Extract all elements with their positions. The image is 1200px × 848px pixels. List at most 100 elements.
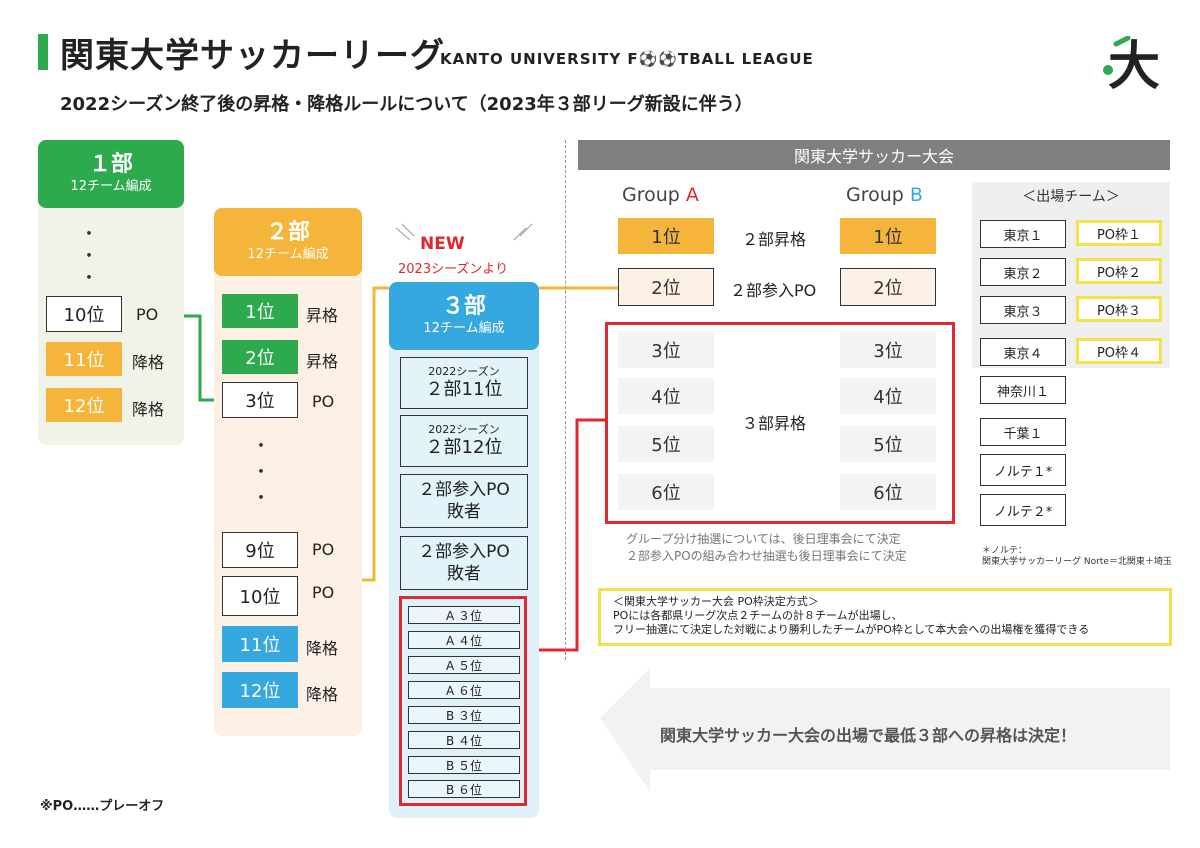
div2-label-3: PO: [312, 392, 335, 411]
group-b-rank-1: 1位: [840, 218, 936, 254]
div1-rank-11: 11位: [46, 342, 122, 376]
div2-rank-10: 10位: [222, 576, 298, 616]
section-divider: [565, 140, 566, 660]
promotion-guarantee-message: 関東大学サッカー大会の出場で最低３部への昇格は決定！: [660, 726, 1077, 745]
div3-slot: A ５位: [408, 656, 520, 674]
div2-label-9: PO: [312, 540, 335, 559]
team-tokyo-1: 東京１: [980, 220, 1066, 248]
group-b-rank-3: 3位: [840, 332, 936, 368]
group-a-rank-6: 6位: [618, 474, 714, 510]
entry-season: 2022シーズン: [428, 365, 500, 378]
div2-rank-1: 1位: [222, 294, 298, 328]
div3-slot: B ３位: [408, 706, 520, 724]
po-method-line2: フリー抽選にて決定した対戦により勝利したチームがPO枠として本大会への出場権を獲…: [613, 623, 1090, 636]
div3-entry-po-loser-1: ２部参入PO 敗者: [400, 474, 528, 528]
division3-name: ３部: [441, 294, 486, 319]
po-method-line1: POには各都県リーグ次点２チームの計８チームが出場し、: [613, 609, 903, 622]
page-subtitle: 2022シーズン終了後の昇格・降格ルールについて（2023年３部リーグ新設に伴う…: [60, 94, 753, 115]
po-slot-1: PO枠１: [1076, 220, 1162, 246]
group-a-rank-4: 4位: [618, 378, 714, 414]
div3-slot: B ４位: [408, 731, 520, 749]
division1-teams: 12チーム編成: [70, 179, 152, 194]
ellipsis-dot: ・: [252, 462, 270, 483]
promote-div3-label: ３部昇格: [742, 414, 807, 433]
div1-label-12: 降格: [132, 400, 165, 419]
entry-line2: 敗者: [447, 564, 481, 584]
promote-div2-label: ２部昇格: [742, 230, 807, 249]
league-logo-icon: 大: [1103, 36, 1160, 92]
division2-teams: 12チーム編成: [247, 247, 329, 262]
group-a-rank-2: 2位: [618, 268, 714, 306]
div2-rank-2: 2位: [222, 340, 298, 374]
po-method-box: ＜関東大学サッカー大会 PO枠決定方式＞ POには各都県リーグ次点２チームの計８…: [598, 588, 1172, 646]
tournament-banner: 関東大学サッカー大会: [578, 140, 1170, 170]
entry-line2: 敗者: [447, 502, 481, 522]
group-b-rank-6: 6位: [840, 474, 936, 510]
new-season-label: 2023シーズンより: [398, 262, 509, 277]
draw-note-2: ２部参入POの組み合わせ抽選も後日理事会にて決定: [626, 549, 907, 563]
new-label: NEW: [420, 234, 465, 254]
division1-header: １部 12チーム編成: [38, 140, 184, 208]
division3-header: ３部 12チーム編成: [389, 282, 539, 350]
page-title-english: KANTO UNIVERSITY F⚽⚽TBALL LEAGUE: [440, 50, 814, 68]
div3-entry-2022-11th: 2022シーズン ２部11位: [400, 357, 528, 409]
div2-rank-3: 3位: [222, 382, 298, 418]
div3-slot: A ３位: [408, 606, 520, 624]
div3-slot: B ５位: [408, 756, 520, 774]
group-a-rank-3: 3位: [618, 332, 714, 368]
draw-note-1: グループ分け抽選については、後日理事会にて決定: [626, 532, 901, 546]
division1-name: １部: [88, 152, 133, 177]
norte-footnote: ＊ノルテ： 関東大学サッカーリーグ Norte＝北関東＋埼玉: [982, 546, 1172, 568]
ellipsis-dot: ・: [252, 488, 270, 509]
division2-name: ２部: [265, 220, 310, 245]
div2-label-1: 昇格: [306, 306, 339, 325]
po-slot-3: PO枠３: [1076, 296, 1162, 322]
div2-rank-9: 9位: [222, 532, 298, 568]
div3-tournament-slots-frame: [399, 596, 527, 806]
division3-teams: 12チーム編成: [423, 321, 505, 336]
div3-slot: B ６位: [408, 780, 520, 798]
div3-entry-2022-12th: 2022シーズン ２部12位: [400, 415, 528, 467]
div2-rank-12: 12位: [222, 672, 298, 708]
participating-teams-title: ＜出場チーム＞: [1022, 189, 1120, 205]
po-slot-2: PO枠２: [1076, 258, 1162, 284]
team-tokyo-2: 東京２: [980, 258, 1066, 286]
group-a-rank-1: 1位: [618, 218, 714, 254]
div2-label-2: 昇格: [306, 352, 339, 371]
norte-footnote-text: 関東大学サッカーリーグ Norte＝北関東＋埼玉: [982, 557, 1172, 567]
team-tokyo-3: 東京３: [980, 296, 1066, 324]
po-slot-4: PO枠４: [1076, 338, 1162, 364]
div1-label-11: 降格: [132, 353, 165, 372]
group-a-rank-5: 5位: [618, 426, 714, 462]
div2-label-11: 降格: [306, 639, 339, 658]
ellipsis-dot: ・: [80, 224, 98, 245]
entry-rank: ２部12位: [425, 437, 503, 458]
div2-label-12: 降格: [306, 685, 339, 704]
group-b-rank-5: 5位: [840, 426, 936, 462]
po-definition-note: ※PO……プレーオフ: [40, 799, 165, 814]
entry-rank: ２部11位: [425, 379, 503, 400]
div1-rank-10: 10位: [46, 296, 122, 332]
div2-playoff-label: ２部参入PO: [730, 281, 817, 300]
promote-div3-frame: [605, 322, 955, 524]
team-chiba-1: 千葉１: [980, 418, 1066, 446]
group-a-heading: Group A: [622, 184, 699, 206]
entry-line1: ２部参入PO: [418, 542, 510, 562]
div3-entry-po-loser-2: ２部参入PO 敗者: [400, 536, 528, 590]
entry-line1: ２部参入PO: [418, 480, 510, 500]
team-norte-1: ノルテ１*: [980, 454, 1066, 486]
div1-label-10: PO: [136, 305, 159, 324]
team-norte-2: ノルテ２*: [980, 494, 1066, 526]
norte-footnote-title: ＊ノルテ：: [982, 546, 1028, 556]
team-tokyo-4: 東京４: [980, 338, 1066, 366]
div2-rank-11: 11位: [222, 626, 298, 662]
division2-header: ２部 12チーム編成: [214, 208, 362, 276]
group-b-heading: Group B: [846, 184, 923, 206]
po-method-title: ＜関東大学サッカー大会 PO枠決定方式＞: [613, 595, 819, 608]
div2-label-10: PO: [312, 583, 335, 602]
div3-slot: A ６位: [408, 681, 520, 699]
team-kanagawa-1: 神奈川１: [980, 376, 1066, 404]
div1-rank-12: 12位: [46, 388, 122, 422]
group-b-rank-4: 4位: [840, 378, 936, 414]
div3-slot: A ４位: [408, 631, 520, 649]
